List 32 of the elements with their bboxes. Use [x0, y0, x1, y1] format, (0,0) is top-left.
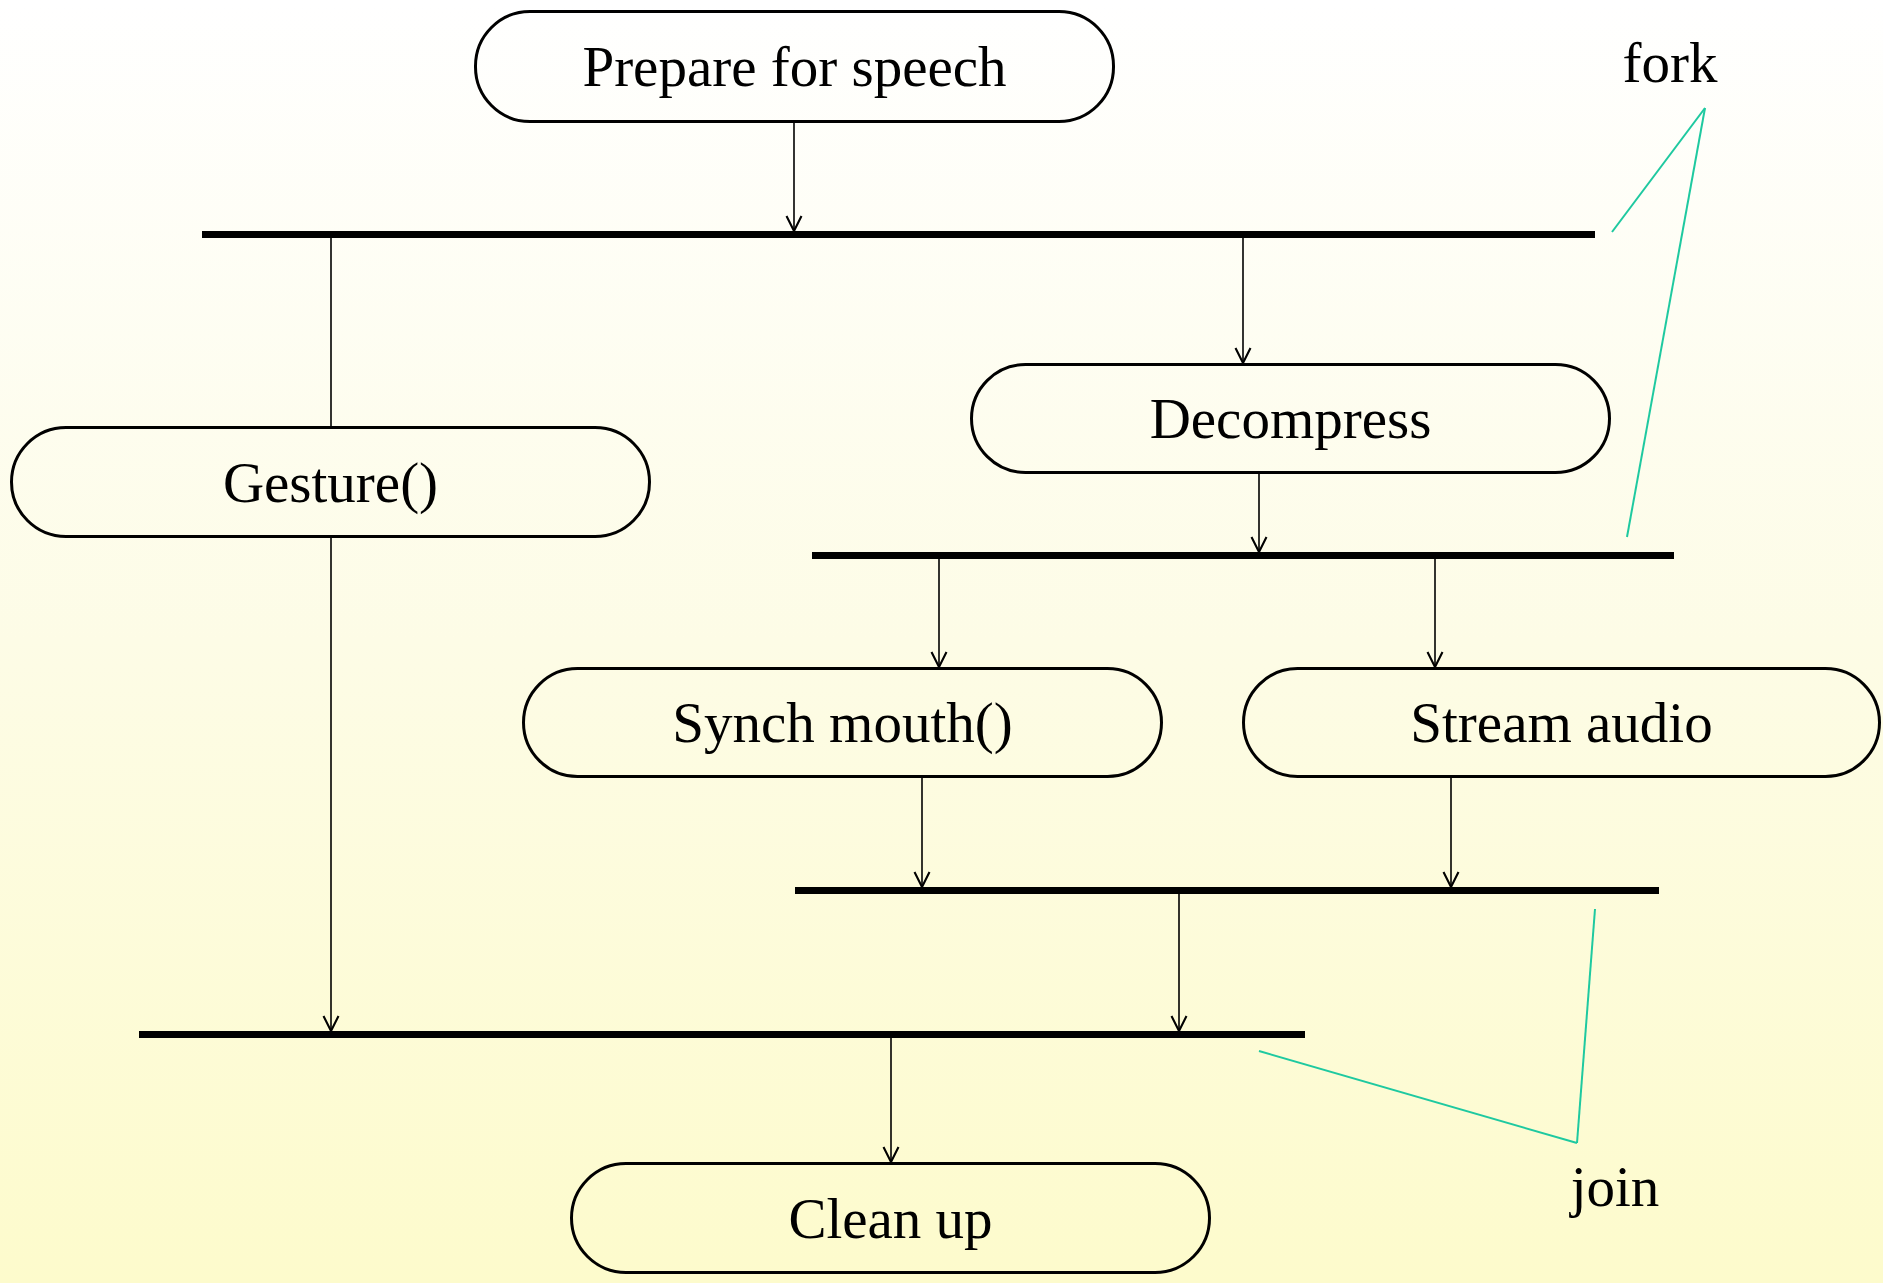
arrow — [1170, 893, 1188, 1033]
activity-box — [970, 363, 1611, 474]
synchronization-bar — [812, 552, 1674, 559]
activity-label: Decompress — [1149, 386, 1432, 451]
arrow — [930, 558, 948, 669]
arrow — [1442, 777, 1460, 889]
annotation-label: fork — [1622, 30, 1718, 95]
activity-box — [1242, 667, 1881, 778]
activity-box — [474, 10, 1115, 123]
arrow — [882, 1037, 900, 1164]
leader-line — [1258, 1050, 1578, 1144]
arrow — [785, 122, 803, 233]
arrow — [322, 537, 340, 1033]
arrow — [1234, 237, 1252, 365]
activity-box — [522, 667, 1163, 778]
synchronization-bar — [139, 1031, 1305, 1038]
arrow — [913, 777, 931, 889]
synchronization-bar — [202, 231, 1595, 238]
leader-line — [1611, 107, 1706, 233]
activity-label: Clean up — [788, 1185, 993, 1251]
activity-label: Stream audio — [1410, 690, 1713, 755]
annotation-label: join — [1570, 1153, 1660, 1219]
leader-line — [1626, 107, 1706, 538]
activity-box — [10, 426, 651, 538]
synchronization-bar — [795, 887, 1659, 894]
activity-label: Synch mouth() — [672, 690, 1013, 755]
activity-label: Prepare for speech — [582, 34, 1007, 99]
activity-box — [570, 1162, 1211, 1274]
arrow — [1426, 558, 1444, 669]
leader-line — [1576, 908, 1596, 1144]
activity-label: Gesture() — [222, 449, 439, 515]
arrow — [1250, 473, 1268, 554]
